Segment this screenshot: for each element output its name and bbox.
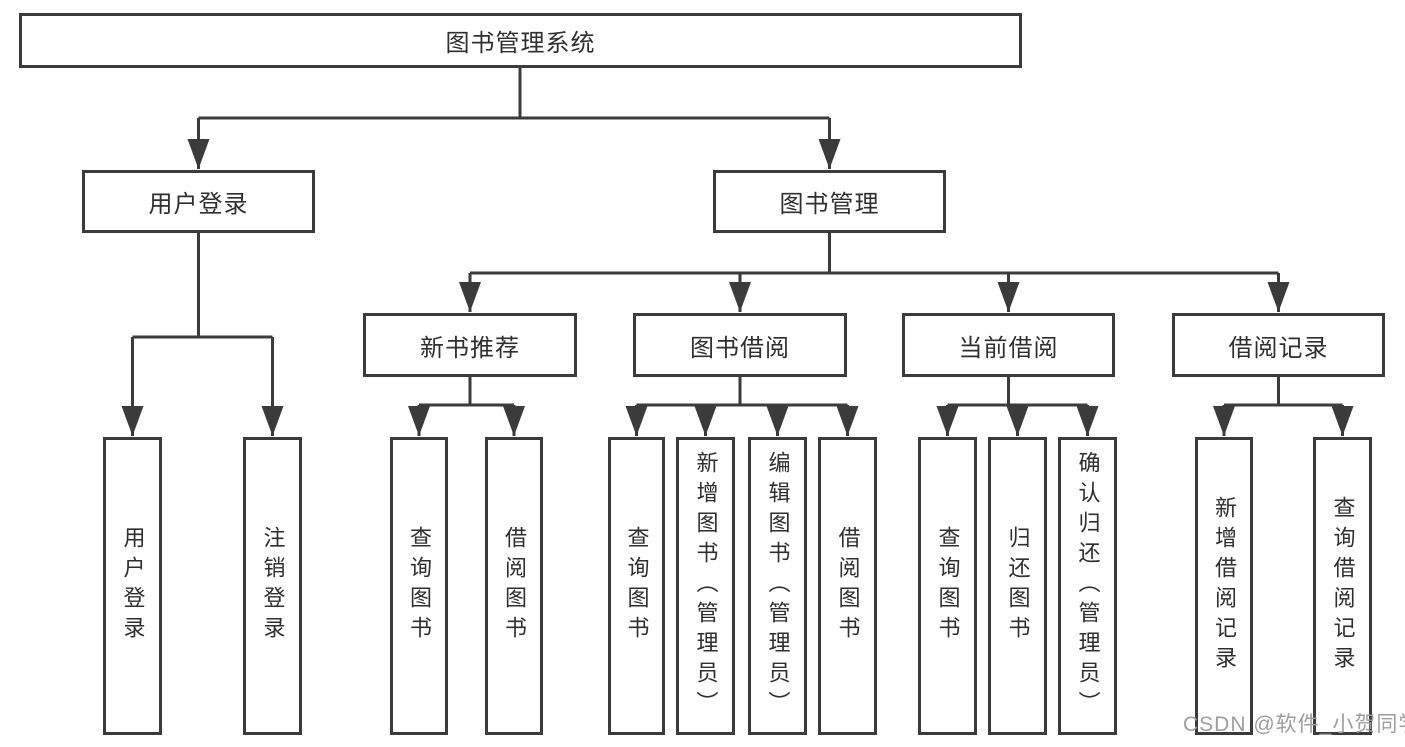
node-borrow-record: 借阅记录 — [1172, 313, 1385, 377]
leaf-current-query-book: 查询图书 — [918, 437, 977, 735]
leaf-confirm-return-admin-label: 确认归还（管理员） — [1075, 451, 1101, 721]
node-book-management: 图书管理 — [713, 170, 946, 233]
leaf-return-book: 归还图书 — [988, 437, 1047, 735]
node-new-book-recommend-label: 新书推荐 — [420, 334, 520, 362]
leaf-query-borrow-record: 查询借阅记录 — [1313, 437, 1372, 735]
leaf-user-login-label: 用户登录 — [120, 526, 146, 646]
leaf-borrow-query-book-label: 查询图书 — [624, 526, 650, 646]
leaf-add-book-admin-label: 新增图书（管理员） — [693, 451, 719, 721]
node-user-login: 用户登录 — [82, 170, 315, 233]
connector-new-book-recommend-children — [408, 377, 525, 436]
leaf-current-query-book-label: 查询图书 — [935, 526, 961, 646]
leaf-recommend-borrow-book: 借阅图书 — [485, 437, 543, 735]
connector-user-login-children — [121, 233, 284, 436]
leaf-logout: 注销登录 — [243, 437, 302, 735]
connector-book-borrow-children — [625, 377, 859, 436]
leaf-recommend-borrow-book-label: 借阅图书 — [502, 526, 527, 646]
leaf-add-borrow-record: 新增借阅记录 — [1195, 437, 1253, 735]
node-user-login-label: 用户登录 — [148, 191, 249, 218]
node-borrow-record-label: 借阅记录 — [1228, 334, 1329, 362]
leaf-logout-label: 注销登录 — [260, 526, 286, 646]
leaf-recommend-query-book: 查询图书 — [390, 437, 448, 735]
leaf-borrow-query-book: 查询图书 — [608, 437, 665, 735]
leaf-borrow-book: 借阅图书 — [818, 437, 877, 735]
connector-borrow-record-children — [1213, 377, 1354, 436]
leaf-add-book-admin: 新增图书（管理员） — [676, 437, 735, 735]
node-book-management-label: 图书管理 — [779, 191, 880, 218]
leaf-query-borrow-record-label: 查询借阅记录 — [1330, 496, 1356, 676]
leaf-return-book-label: 归还图书 — [1005, 526, 1031, 646]
leaf-edit-book-admin: 编辑图书（管理员） — [748, 437, 807, 735]
leaf-confirm-return-admin: 确认归还（管理员） — [1058, 437, 1117, 735]
node-root: 图书管理系统 — [19, 13, 1022, 68]
connector-root-to-level2 — [187, 68, 841, 169]
node-current-borrow: 当前借阅 — [902, 313, 1115, 377]
leaf-edit-book-admin-label: 编辑图书（管理员） — [765, 451, 791, 721]
leaf-add-borrow-record-label: 新增借阅记录 — [1212, 496, 1237, 676]
node-current-borrow-label: 当前借阅 — [958, 334, 1059, 362]
connector-current-borrow-children — [936, 377, 1099, 436]
node-new-book-recommend: 新书推荐 — [363, 313, 577, 377]
connector-book-management-children — [459, 233, 1290, 312]
leaf-user-login: 用户登录 — [103, 437, 162, 735]
leaf-recommend-query-book-label: 查询图书 — [407, 526, 432, 646]
node-book-borrow: 图书借阅 — [633, 313, 847, 377]
watermark: CSDN @软件_小贺同学 — [1183, 713, 1405, 736]
node-book-borrow-label: 图书借阅 — [690, 334, 790, 362]
node-root-label: 图书管理系统 — [445, 30, 596, 57]
leaf-borrow-book-label: 借阅图书 — [835, 526, 861, 646]
